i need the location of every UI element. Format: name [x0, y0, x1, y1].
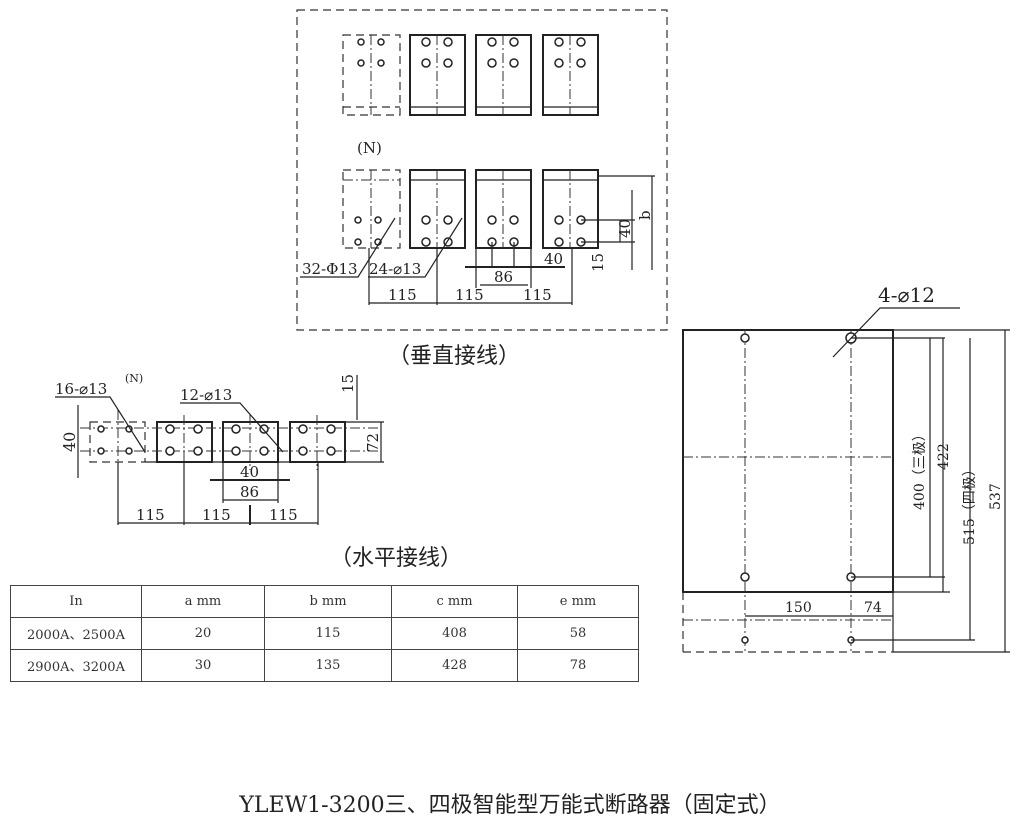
- neutral-label: (N): [357, 139, 382, 157]
- dim-422: 422: [936, 443, 952, 470]
- dim-15: 15: [339, 374, 357, 393]
- table-header-row: In a mm b mm c mm e mm: [10, 585, 639, 618]
- vertical-connection-view: (N): [296, 9, 668, 369]
- table-row: 2900A、3200A 30 135 428 78: [10, 649, 639, 682]
- cell-e: 58: [517, 617, 639, 650]
- pitch-3: 115: [269, 506, 298, 524]
- header-e: e mm: [517, 585, 639, 618]
- dim-b: b: [636, 210, 654, 220]
- cell-a: 30: [141, 649, 265, 682]
- dim-86: 86: [494, 268, 513, 286]
- dim-72: 72: [364, 433, 382, 452]
- mounting-hole-note: 4-⌀12: [878, 283, 935, 307]
- cell-c: 408: [391, 617, 518, 650]
- header-a: a mm: [141, 585, 265, 618]
- cell-c: 428: [391, 649, 518, 682]
- view-frame: [296, 9, 668, 331]
- hole-note-3pole: 12-⌀13: [180, 386, 232, 404]
- pitch-1: 115: [136, 506, 165, 524]
- terminal-row-bottom: [342, 169, 599, 249]
- header-b: b mm: [264, 585, 392, 618]
- cell-in: 2900A、3200A: [10, 649, 142, 682]
- dim-40-vertical: 40: [616, 219, 634, 238]
- hole-note-4pole: 16-⌀13: [55, 380, 107, 398]
- rating-dimension-table: In a mm b mm c mm e mm 2000A、2500A 20 11…: [10, 585, 639, 682]
- cell-a: 20: [141, 617, 265, 650]
- pitch-3: 115: [523, 286, 552, 304]
- hole-note-3pole: 24-⌀13: [369, 260, 421, 278]
- header-in: In: [10, 585, 142, 618]
- vertical-caption: （垂直接线）: [388, 344, 520, 369]
- dim-537: 537: [988, 483, 1004, 510]
- terminal-row-top: [342, 34, 599, 116]
- hole-note-4pole: 32-Φ13: [302, 260, 358, 278]
- neutral-label: (N): [125, 372, 143, 385]
- mounting-view: 4-⌀12 150 74 400（三极） 422 515（四极） 537: [682, 283, 1010, 653]
- cell-in: 2000A、2500A: [10, 617, 142, 650]
- drawing-title: YLEW1-3200三、四极智能型万能式断路器（固定式）: [238, 793, 780, 818]
- pitch-2: 115: [202, 506, 231, 524]
- pitch-1: 115: [388, 286, 417, 304]
- dim-40: 40: [240, 463, 259, 481]
- dim-86: 86: [240, 483, 259, 501]
- dim-40-left: 40: [60, 432, 79, 452]
- dim-150: 150: [785, 600, 812, 616]
- dim-515: 515（四极）: [962, 462, 978, 545]
- dim-15: 15: [589, 253, 607, 272]
- dim-40: 40: [544, 250, 563, 268]
- cell-b: 115: [264, 617, 392, 650]
- table-row: 2000A、2500A 20 115 408 58: [10, 617, 639, 650]
- horizontal-connection-view: 16-⌀13 (N) 12-⌀13 15 40 72 40 86 115 115…: [55, 372, 462, 571]
- dim-400: 400（三极）: [912, 427, 928, 510]
- pitch-2: 115: [455, 286, 484, 304]
- header-c: c mm: [391, 585, 518, 618]
- dim-74: 74: [864, 600, 882, 616]
- dimension-lines: [300, 175, 655, 305]
- horizontal-caption: （水平接线）: [330, 546, 462, 571]
- cell-e: 78: [517, 649, 639, 682]
- cell-b: 135: [264, 649, 392, 682]
